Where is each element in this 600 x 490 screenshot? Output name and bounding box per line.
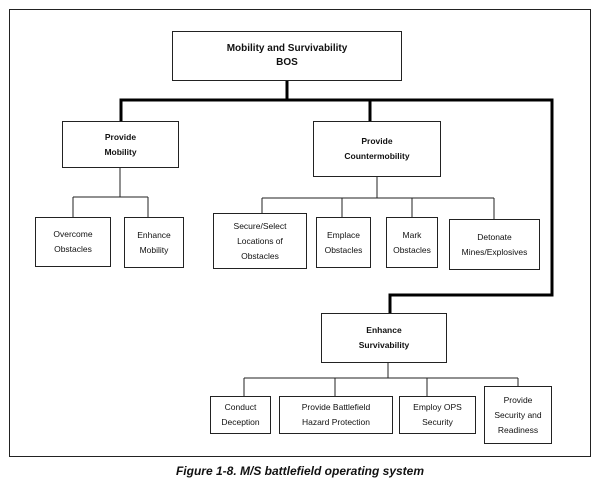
node-label: Mark Obstacles [393,229,431,255]
node-label: Provide Battlefield Hazard Protection [301,402,371,427]
branch-line-countermobility [261,177,495,219]
node-label: Emplace Obstacles [324,229,363,255]
branch-line-survivability [243,363,519,396]
node-label: Provide Mobility [104,131,137,157]
node-secure-select-locations: Secure/Select Locations of Obstacles [213,213,307,269]
node-label: Secure/Select Locations of Obstacles [233,220,287,261]
node-emplace-obstacles: Emplace Obstacles [316,217,371,268]
node-label: Enhance Mobility [137,229,171,255]
trunk-line [368,98,554,315]
figure-caption: Figure 1-8. M/S battlefield operating sy… [175,464,425,478]
node-provide-mobility: Provide Mobility [62,121,179,168]
node-label: Employ OPS Security [413,402,462,427]
node-mobility-survivability-bos: Mobility and Survivability BOS [172,31,402,81]
node-enhance-mobility: Enhance Mobility [124,217,184,268]
node-battlefield-hazard-protection: Provide Battlefield Hazard Protection [279,396,393,434]
node-label: Mobility and Survivability BOS [226,43,348,68]
node-label: Detonate Mines/Explosives [461,231,528,257]
node-security-and-readiness: Provide Security and Readiness [484,386,552,444]
node-provide-countermobility: Provide Countermobility [313,121,441,177]
node-employ-ops-security: Employ OPS Security [399,396,476,434]
node-label: Enhance Survivability [358,325,410,350]
node-enhance-survivability: Enhance Survivability [321,313,447,363]
node-mark-obstacles: Mark Obstacles [386,217,438,268]
node-conduct-deception: Conduct Deception [210,396,271,434]
branch-line-mobility [72,168,149,217]
node-label: Conduct Deception [221,402,260,427]
diagram-frame [9,9,591,457]
node-overcome-obstacles: Overcome Obstacles [35,217,111,267]
node-detonate-mines-explosives: Detonate Mines/Explosives [449,219,540,270]
trunk-line [119,78,289,123]
node-label: Overcome Obstacles [53,229,93,254]
node-label: Provide Security and Readiness [494,394,542,435]
node-label: Provide Countermobility [344,136,410,161]
trunk-line [285,98,372,123]
